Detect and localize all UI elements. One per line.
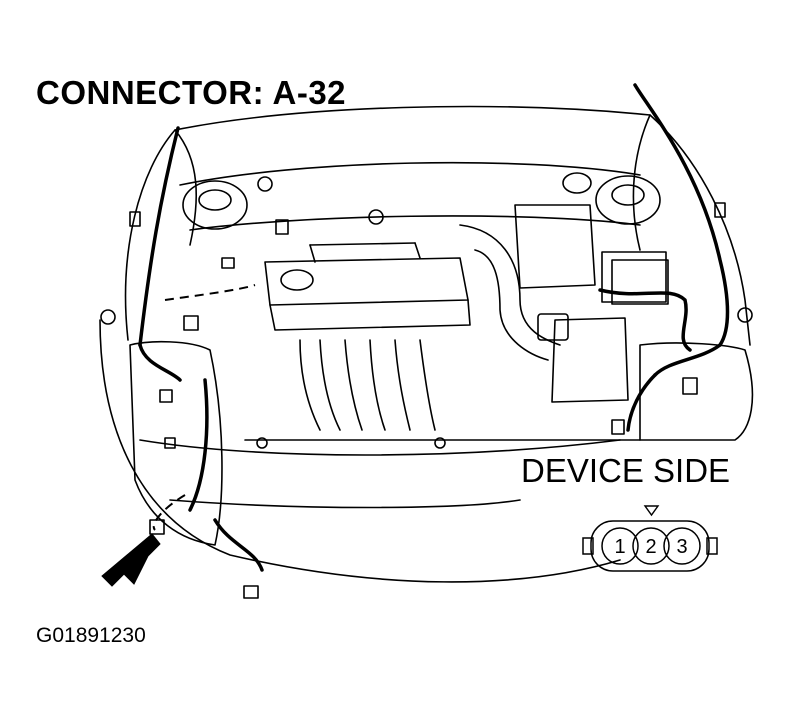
connector-pin-2: 2	[645, 536, 656, 558]
three-pin-connector-icon: 1 2 3	[582, 520, 718, 572]
connector-title: CONNECTOR: A-32	[36, 74, 347, 111]
connector-pin-1: 1	[614, 536, 625, 558]
locator-arrow-icon	[101, 533, 161, 587]
figure-id: G01891230	[36, 624, 146, 647]
device-side-label: DEVICE SIDE	[521, 452, 731, 489]
connector-pin-3: 3	[676, 536, 687, 558]
